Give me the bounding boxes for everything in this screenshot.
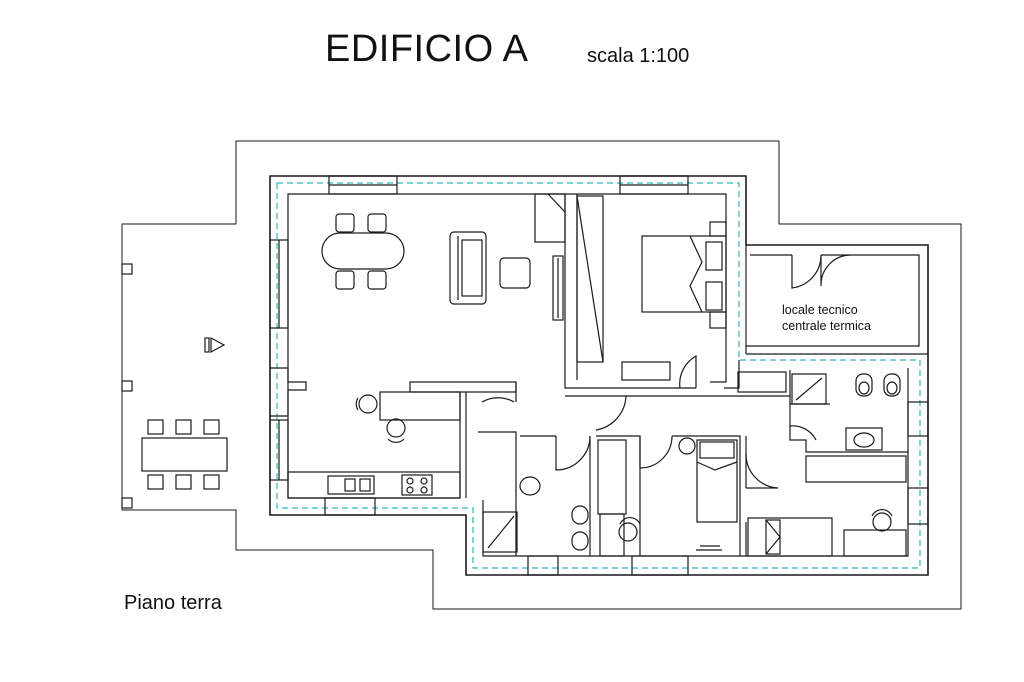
interior-wall (478, 431, 517, 556)
desk-chair (696, 545, 722, 551)
door-swing (789, 404, 817, 441)
door-swing (745, 453, 779, 489)
interior-wall (724, 360, 740, 389)
wardrobe (805, 455, 907, 483)
interior-wall (789, 426, 908, 453)
scale-label: scala 1:100 (587, 45, 690, 67)
washing-machine (597, 439, 627, 557)
washbasin (845, 427, 883, 451)
bathtub (737, 371, 787, 393)
drawing-title: EDIFICIO A (325, 28, 529, 70)
door-swing (481, 397, 515, 403)
toilet (571, 531, 589, 551)
room-label-line: centrale termica (782, 319, 871, 333)
door (270, 367, 307, 417)
room-label-line: locale tecnico (782, 303, 858, 317)
wall-inner-face (287, 193, 727, 498)
desk-chair (871, 508, 893, 532)
floor-label: Piano terra (124, 592, 222, 614)
entrance-arrow-icon (204, 336, 226, 354)
door-swing (555, 435, 591, 471)
window (324, 497, 376, 516)
window (619, 175, 689, 195)
ottoman (499, 257, 531, 289)
insulation-line (276, 182, 921, 569)
toilet (855, 373, 873, 397)
porch-column (121, 380, 133, 392)
door-swing (791, 254, 822, 289)
interior-wall (564, 194, 696, 389)
interior-wall (596, 435, 641, 556)
door-swing (679, 354, 697, 389)
kitchen-counter (287, 471, 461, 499)
single-bed (696, 439, 738, 523)
lamp (678, 437, 696, 455)
site-boundary (121, 140, 962, 610)
double-bed (641, 221, 727, 329)
staircase (534, 193, 566, 243)
outdoor-dining-table (141, 419, 228, 490)
washbasin (519, 476, 541, 496)
kitchen-counter-wall (409, 381, 517, 393)
window (269, 419, 289, 481)
shower (482, 511, 518, 553)
technical-room-label: locale tecnico centrale termica (782, 302, 871, 334)
bidet (571, 505, 589, 525)
window (328, 175, 398, 195)
window (907, 487, 929, 525)
dresser (621, 361, 671, 381)
kitchen-island (379, 391, 461, 421)
door-swing (639, 435, 673, 469)
bar-stool (386, 418, 406, 443)
dining-table (321, 213, 405, 290)
shower (791, 373, 827, 405)
bar-stool (355, 394, 378, 414)
sofa (449, 231, 487, 305)
wardrobe (576, 195, 604, 363)
door-swing (820, 254, 851, 287)
porch-column (121, 497, 133, 509)
window (907, 401, 929, 437)
tv-cabinet (552, 255, 564, 321)
desk-chair (618, 516, 641, 542)
window (631, 555, 689, 576)
window (527, 555, 559, 576)
door-swing (590, 395, 627, 431)
single-bed (747, 517, 833, 557)
interior-wall (672, 435, 741, 556)
window (269, 239, 289, 329)
desk (843, 529, 907, 557)
interior-wall (789, 370, 830, 405)
porch-column (121, 263, 133, 275)
interior-wall (746, 254, 920, 347)
bidet (883, 373, 901, 397)
